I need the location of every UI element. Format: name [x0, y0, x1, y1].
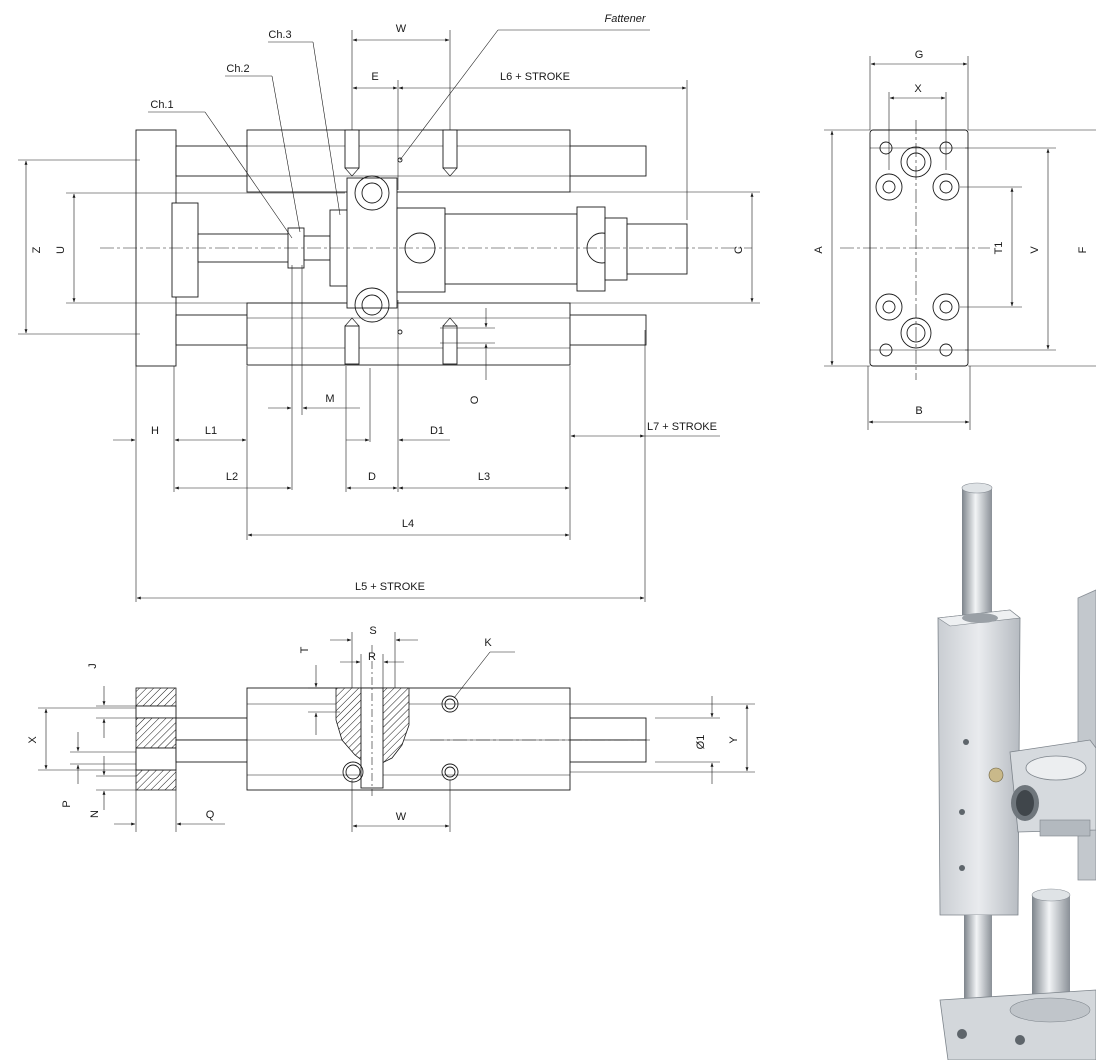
- ch2-label: Ch.2: [226, 63, 249, 75]
- bearing-block-top: [246, 129, 571, 193]
- front-view: [100, 129, 752, 367]
- section-view: [135, 645, 650, 796]
- bearing-block-bottom: [246, 302, 571, 366]
- dim-n-label: N: [89, 810, 101, 818]
- dim-x2-label: X: [27, 736, 39, 744]
- product-photo: [937, 482, 1096, 1060]
- dim-l3-label: L3: [478, 471, 490, 483]
- dim-r-label: R: [368, 651, 376, 663]
- dim-l1-label: L1: [205, 425, 217, 437]
- front-view-dimensions: W E L6 + STROKE Fattener Ch.3 Ch.2 Ch.1 …: [18, 13, 760, 602]
- dim-t1-label: T1: [993, 242, 1005, 255]
- dim-w-label: W: [396, 23, 407, 35]
- fastener-label: Fattener: [605, 13, 647, 25]
- dim-l4-label: L4: [402, 518, 414, 530]
- dim-p-label: P: [61, 800, 73, 807]
- dim-w2-label: W: [396, 811, 407, 823]
- dim-l2-label: L2: [226, 471, 238, 483]
- ch1-label: Ch.1: [150, 99, 173, 111]
- dim-a-label: A: [813, 246, 825, 254]
- dim-o-label: O: [469, 395, 481, 404]
- dim-l5-label: L5 + STROKE: [355, 581, 425, 593]
- dim-s-label: S: [369, 625, 376, 637]
- ch3-label: Ch.3: [268, 29, 291, 41]
- dim-j-label: J: [87, 663, 99, 669]
- dim-v-label: V: [1029, 246, 1041, 254]
- side-view: [840, 120, 990, 380]
- dim-x-label: X: [914, 83, 922, 95]
- dim-d-label: D: [368, 471, 376, 483]
- dim-g-label: G: [915, 49, 924, 61]
- dim-d1-label: D1: [430, 425, 444, 437]
- dim-l7-label: L7 + STROKE: [647, 421, 717, 433]
- dim-z-label: Z: [31, 246, 43, 253]
- dim-d01-label: Ø1: [695, 735, 707, 750]
- dim-y-label: Y: [728, 736, 740, 744]
- dim-q-label: Q: [206, 809, 215, 821]
- dim-t-label: T: [299, 646, 311, 653]
- dim-h-label: H: [151, 425, 159, 437]
- dim-u-label: U: [55, 246, 67, 254]
- dim-c-label: C: [733, 246, 745, 254]
- dim-m-label: M: [325, 393, 334, 405]
- side-view-dimensions: G X A T1 V F B: [813, 49, 1096, 430]
- section-view-dimensions: S R T K J X P: [27, 625, 755, 832]
- dim-b-label: B: [915, 405, 922, 417]
- dim-k-label: K: [484, 637, 492, 649]
- dim-f-label: F: [1077, 246, 1089, 253]
- dim-e-label: E: [371, 71, 378, 83]
- dim-l6-label: L6 + STROKE: [500, 71, 570, 83]
